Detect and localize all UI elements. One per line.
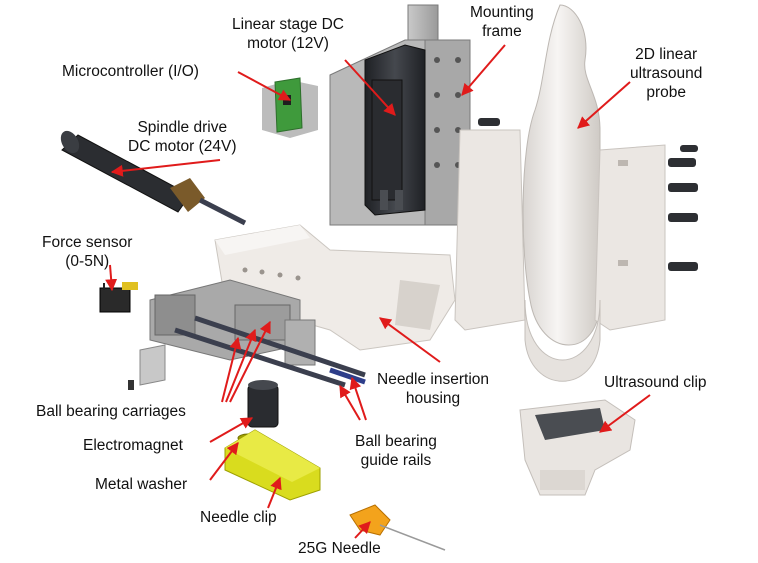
label-ultrasound-clip: Ultrasound clip xyxy=(604,374,707,391)
label-needle-housing: Needle insertion housing xyxy=(377,371,490,407)
probe-screws xyxy=(668,145,698,271)
arrow-carriage-3 xyxy=(229,320,271,403)
arrow-ultrasound-clip xyxy=(599,394,651,433)
label-ultrasound-probe: 2D linear ultrasound probe xyxy=(630,46,703,101)
pointer-arrows xyxy=(105,44,651,539)
label-needle: 25G Needle xyxy=(298,540,381,557)
electromagnet-part xyxy=(247,380,279,428)
arrow-needle-clip xyxy=(267,476,282,509)
ultrasound-clip-part xyxy=(519,399,636,496)
arrow-microcontroller xyxy=(237,71,292,101)
arrow-electromagnet xyxy=(209,417,254,443)
label-mounting-frame: Mounting frame xyxy=(470,4,534,40)
microcontroller-part xyxy=(262,77,318,138)
arrow-carriage-2 xyxy=(225,328,257,403)
spindle-motor-part xyxy=(60,130,247,226)
ultrasound-probe-part xyxy=(522,4,601,346)
arrow-ultrasound-probe xyxy=(577,81,631,129)
arrow-carriage-1 xyxy=(221,336,242,403)
carriage-mechanism-part xyxy=(128,279,316,390)
arrow-needle-housing xyxy=(379,317,441,363)
arrow-linear-stage-motor xyxy=(344,59,396,116)
arrow-rail-1 xyxy=(339,384,361,421)
label-spindle-motor: Spindle drive DC motor (24V) xyxy=(128,119,237,155)
arrow-rail-2 xyxy=(349,376,367,421)
label-ball-bearing-rails: Ball bearing guide rails xyxy=(355,433,437,469)
label-metal-washer: Metal washer xyxy=(95,476,188,493)
needle-insertion-housing-part xyxy=(214,224,456,351)
linear-stage-motor-part xyxy=(364,44,426,216)
arrow-force-sensor xyxy=(105,264,118,292)
label-needle-clip: Needle clip xyxy=(200,509,277,526)
label-microcontroller: Microcontroller (I/O) xyxy=(62,63,199,80)
label-force-sensor: Force sensor (0-5N) xyxy=(42,234,133,270)
label-linear-stage-motor: Linear stage DC motor (12V) xyxy=(232,16,345,52)
arrow-needle xyxy=(354,521,371,539)
arrow-metal-washer xyxy=(209,442,239,481)
arrow-spindle-motor xyxy=(110,159,221,177)
force-sensor-part xyxy=(99,281,138,313)
probe-holder-part xyxy=(454,129,666,382)
label-ball-bearing-carriages: Ball bearing carriages xyxy=(36,403,186,420)
label-electromagnet: Electromagnet xyxy=(83,437,183,454)
needle-clip-part xyxy=(224,429,321,501)
arrow-mounting-frame xyxy=(461,44,506,96)
